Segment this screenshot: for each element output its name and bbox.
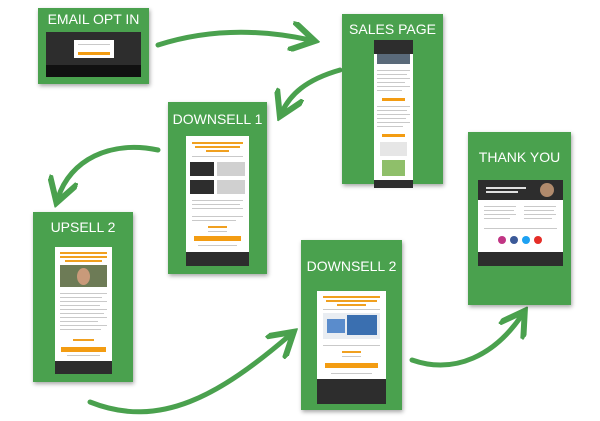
step-sales-page-label: SALES PAGE: [349, 21, 436, 37]
step-downsell-1[interactable]: DOWNSELL 1: [168, 102, 267, 274]
arrow-optin-to-sales: [155, 32, 310, 45]
downsell-2-thumbnail: [317, 291, 386, 404]
step-sales-page[interactable]: SALES PAGE: [342, 14, 443, 188]
youtube-icon: [534, 236, 542, 244]
facebook-icon: [510, 236, 518, 244]
step-downsell-1-label: DOWNSELL 1: [172, 111, 263, 127]
step-upsell-2[interactable]: UPSELL 2: [33, 212, 133, 382]
arrow-downsell2-to-thankyou: [409, 315, 522, 368]
sales-page-thumbnail: [374, 40, 413, 188]
arrow-sales-to-downsell1: [282, 67, 343, 112]
downsell-1-thumbnail: [186, 136, 249, 266]
upsell-2-thumbnail: [55, 247, 112, 374]
email-opt-in-thumbnail: [46, 32, 141, 77]
step-email-opt-in-label: EMAIL OPT IN: [47, 11, 140, 27]
step-email-opt-in[interactable]: EMAIL OPT IN: [38, 8, 149, 84]
step-thank-you[interactable]: THANK YOU: [468, 132, 571, 305]
step-thank-you-label: THANK YOU: [478, 149, 561, 165]
upsell-2-photo: [60, 265, 107, 287]
instagram-icon: [498, 236, 506, 244]
thank-you-thumbnail: [478, 180, 563, 266]
step-upsell-2-label: UPSELL 2: [50, 219, 116, 235]
step-downsell-2-label: DOWNSELL 2: [306, 258, 397, 274]
twitter-icon: [522, 236, 530, 244]
arrow-downsell1-to-upsell2: [58, 144, 161, 198]
step-downsell-2[interactable]: DOWNSELL 2: [301, 240, 402, 410]
arrow-upsell2-to-downsell2: [87, 335, 290, 415]
